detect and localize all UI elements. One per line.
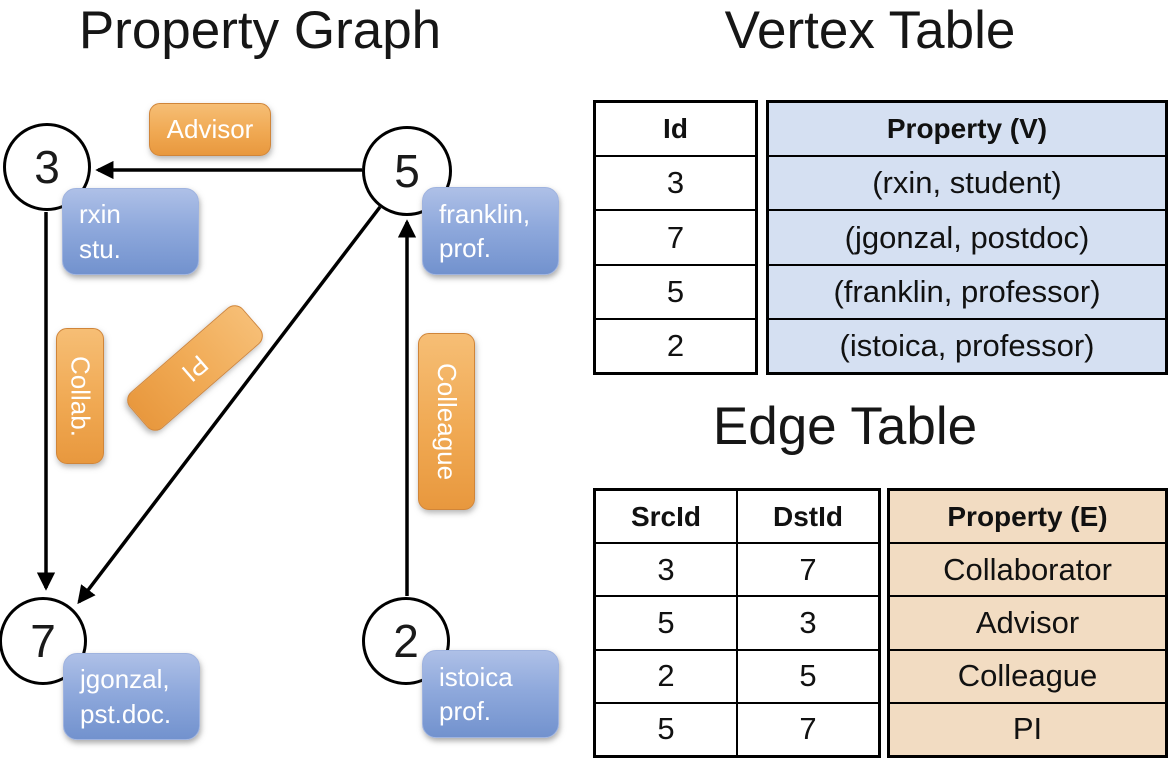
vertex-row-property: (istoica, professor) — [769, 319, 1165, 373]
prop-line: jgonzal, — [80, 664, 170, 695]
edge-row-dst: 5 — [736, 650, 878, 702]
edge-row-src: 5 — [657, 605, 675, 640]
edge-label-advisor: Advisor — [149, 103, 271, 156]
edge-row-property: Advisor — [890, 597, 1165, 649]
node-id: 2 — [393, 615, 419, 667]
vertex-id-table: Id 3 7 5 2 — [593, 100, 758, 375]
vertex-row-id: 5 — [666, 273, 685, 309]
edge-property-table: Property (E) Collaborator Advisor Collea… — [887, 488, 1168, 758]
edge-row-dst: 3 — [736, 597, 878, 649]
vertex-row-id: 7 — [666, 219, 685, 255]
prop-line: franklin, — [439, 198, 531, 229]
node-id: 7 — [30, 615, 56, 667]
node-id: 5 — [394, 145, 420, 197]
edge-row-src: 5 — [657, 711, 675, 747]
edge-row-property: Collaborator — [890, 544, 1165, 596]
edge-pi-5-to-7 — [77, 205, 382, 605]
vertex-col-property: Property (V) — [769, 103, 1165, 156]
edge-col-srcid: SrcId — [630, 500, 702, 532]
node-id: 3 — [34, 141, 60, 193]
edge-label-colleague: Colleague — [418, 333, 475, 510]
graph-node-5: 5 — [362, 126, 452, 216]
vertex-props-2: istoica prof. — [422, 650, 559, 738]
edge-row-property: Colleague — [890, 650, 1165, 702]
vertex-row-property: (rxin, student) — [769, 157, 1165, 210]
graph-edges — [36, 160, 417, 605]
edge-srcdst-table: SrcId DstId 3 7 5 3 2 5 5 7 — [593, 488, 881, 758]
edge-row-src: 3 — [657, 551, 675, 587]
prop-line: istoica — [439, 661, 513, 692]
vertex-row-property: (jgonzal, postdoc) — [769, 211, 1165, 264]
prop-line: stu. — [79, 233, 121, 264]
prop-line: pst.doc. — [80, 698, 172, 729]
vertex-props-7: jgonzal, pst.doc. — [63, 653, 200, 740]
prop-line: prof. — [439, 696, 492, 726]
vertex-col-id: Id — [663, 113, 688, 145]
graph-node-2: 2 — [362, 597, 450, 685]
vertex-row-id: 2 — [666, 327, 685, 363]
edge-row-dst: 7 — [736, 544, 878, 596]
vertex-props-3: rxin stu. — [62, 188, 199, 275]
edge-col-dstid: DstId — [736, 491, 878, 543]
edge-row-dst: 7 — [736, 703, 878, 756]
graph-title: Property Graph — [78, 1, 442, 60]
vertex-row-property: (franklin, professor) — [769, 265, 1165, 318]
prop-line: rxin — [79, 199, 121, 230]
vertex-table-title: Vertex Table — [724, 1, 1016, 60]
edge-col-property: Property (E) — [890, 491, 1165, 543]
prop-line: prof. — [439, 233, 492, 263]
edge-table-title: Edge Table — [712, 397, 978, 456]
edge-row-property: PI — [890, 703, 1165, 756]
edge-label-collab: Collab. — [56, 328, 104, 464]
vertex-props-5: franklin, prof. — [422, 187, 559, 275]
vertex-property-table: Property (V) (rxin, student) (jgonzal, p… — [766, 100, 1168, 375]
vertex-row-id: 3 — [666, 165, 685, 201]
edge-row-src: 2 — [657, 658, 675, 694]
